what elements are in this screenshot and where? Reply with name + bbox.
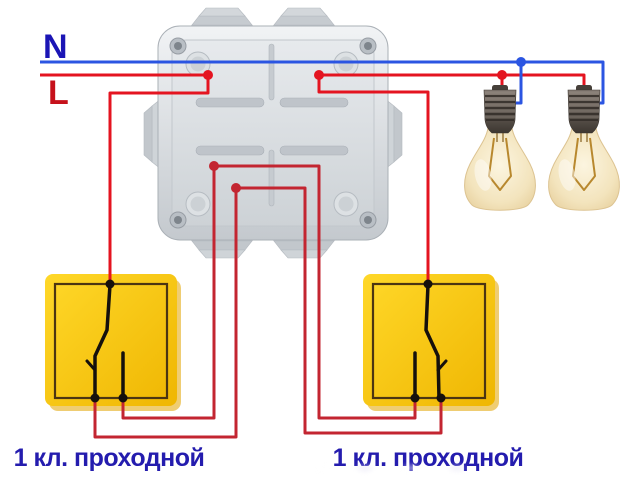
switch-1-terminal-bottom-left — [90, 393, 100, 403]
junction-dot-line — [203, 70, 213, 80]
junction-box-inner-face — [171, 39, 375, 227]
junction-dot-lamp1 — [497, 70, 507, 80]
junction-dot-traveler-2 — [231, 183, 241, 193]
switch-1-terminal-bottom-right — [118, 393, 128, 403]
lamp-feed-switch2-drop — [317, 75, 430, 285]
traveler-wire-1 — [121, 164, 417, 420]
neutral-wire — [40, 60, 605, 105]
junction-dot-neutral — [516, 57, 526, 67]
line-label: L — [48, 74, 69, 112]
neutral-label: N — [43, 28, 68, 66]
switch-2-symbol — [410, 279, 448, 403]
switch-1-symbol — [85, 279, 128, 403]
switch-2-caption: 1 кл. проходной — [332, 444, 524, 472]
switch-1-blade-barb — [85, 359, 97, 372]
traveler-wire-2 — [93, 186, 443, 439]
junction-dot-lamp-feed — [314, 70, 324, 80]
lamp-glass — [464, 127, 536, 211]
line-wire-drop — [108, 75, 210, 285]
switch-2-blade-barb — [436, 359, 448, 372]
switch-1-caption: 1 кл. проходной — [13, 444, 205, 472]
neutral-branch-lamp1 — [514, 62, 523, 105]
junction-box-knockouts — [185, 51, 359, 217]
switch-2-terminal-bottom-right — [436, 393, 446, 403]
lamp-1 — [464, 85, 536, 211]
junction-box — [143, 7, 403, 259]
junction-box-screws — [169, 37, 377, 229]
lamp-cap — [483, 89, 517, 134]
switch-2-blade — [424, 283, 441, 400]
switch-2-terminal-bottom-left — [410, 393, 420, 403]
junction-box-ribs — [195, 43, 349, 207]
junction-dot-traveler-1 — [209, 161, 219, 171]
switch-1-terminal-top — [105, 279, 115, 289]
lamp-filament — [488, 137, 512, 191]
switch-1-blade — [93, 283, 112, 400]
switch-1-body — [45, 274, 181, 411]
junction-dots — [203, 57, 526, 193]
lamp-2 — [547, 84, 621, 212]
switch-2-terminal-top — [423, 279, 433, 289]
